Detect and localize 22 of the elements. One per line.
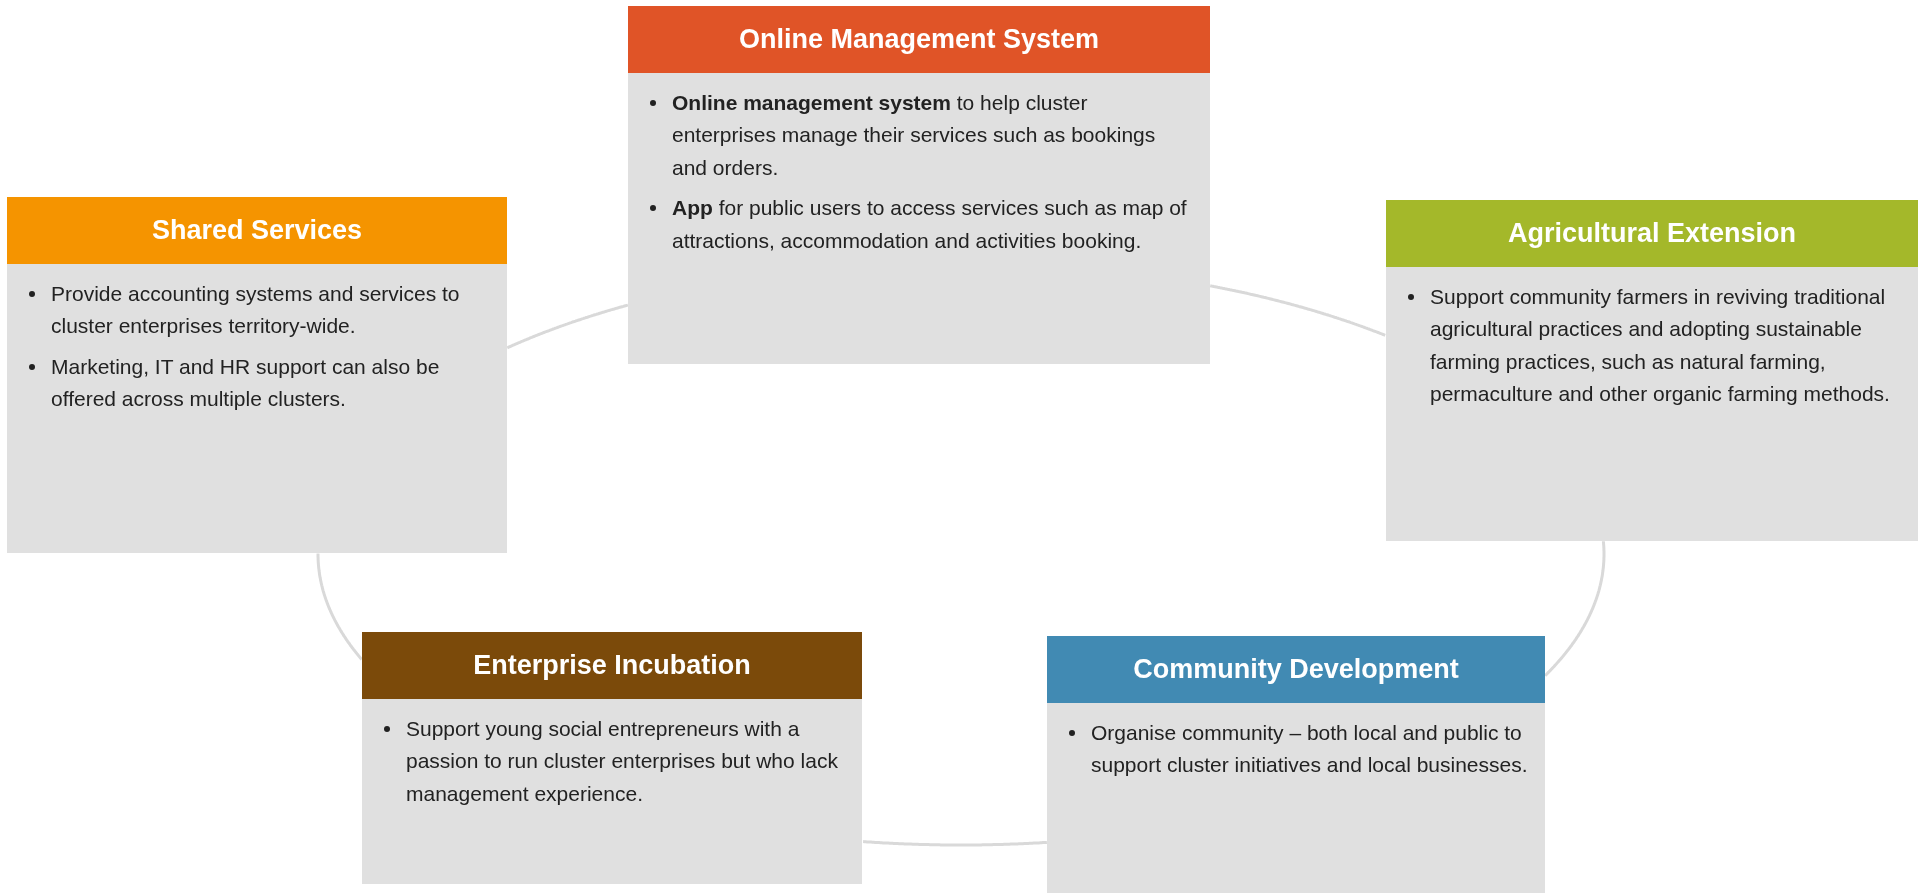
bullet-text: Organise community – both local and public to support cluster initiatives and local businesses.	[1091, 719, 1529, 779]
service-card	[362, 632, 862, 884]
service-card	[7, 197, 507, 553]
connector-arc	[1209, 284, 1386, 337]
card-heading: Shared Services	[7, 197, 507, 264]
bullet-text: Support young social entrepreneurs with a passion to run cluster enterprises but who lack management experience.	[406, 715, 839, 807]
connector-arc	[316, 552, 363, 661]
service-card	[1386, 200, 1918, 541]
bullet-text: App for public users to access services such as map of attractions, accommodation and activities booking.	[672, 195, 1188, 254]
card-heading: Community Development	[1047, 636, 1545, 703]
service-card	[1047, 636, 1545, 893]
bullet-text: Marketing, IT and HR support can also be offered across multiple clusters.	[51, 353, 441, 413]
connector-arc	[506, 303, 629, 350]
bullet-text: Support community farmers in reviving traditional agricultural practices and adopting sustainable farming practices, such as natural farming, permaculture and other organic farming methods.	[1430, 283, 1891, 408]
connector-arc	[1544, 540, 1606, 677]
bullet-text: Online management system to help cluster enterprises manage their services such as bookings and orders.	[672, 89, 1157, 181]
bullet-text: Provide accounting systems and services to cluster enterprises territory-wide.	[51, 280, 461, 340]
card-heading: Online Management System	[628, 6, 1210, 73]
connector-arc	[862, 840, 1048, 847]
service-card	[628, 6, 1210, 364]
card-heading: Enterprise Incubation	[362, 632, 862, 699]
card-heading: Agricultural Extension	[1386, 200, 1918, 267]
